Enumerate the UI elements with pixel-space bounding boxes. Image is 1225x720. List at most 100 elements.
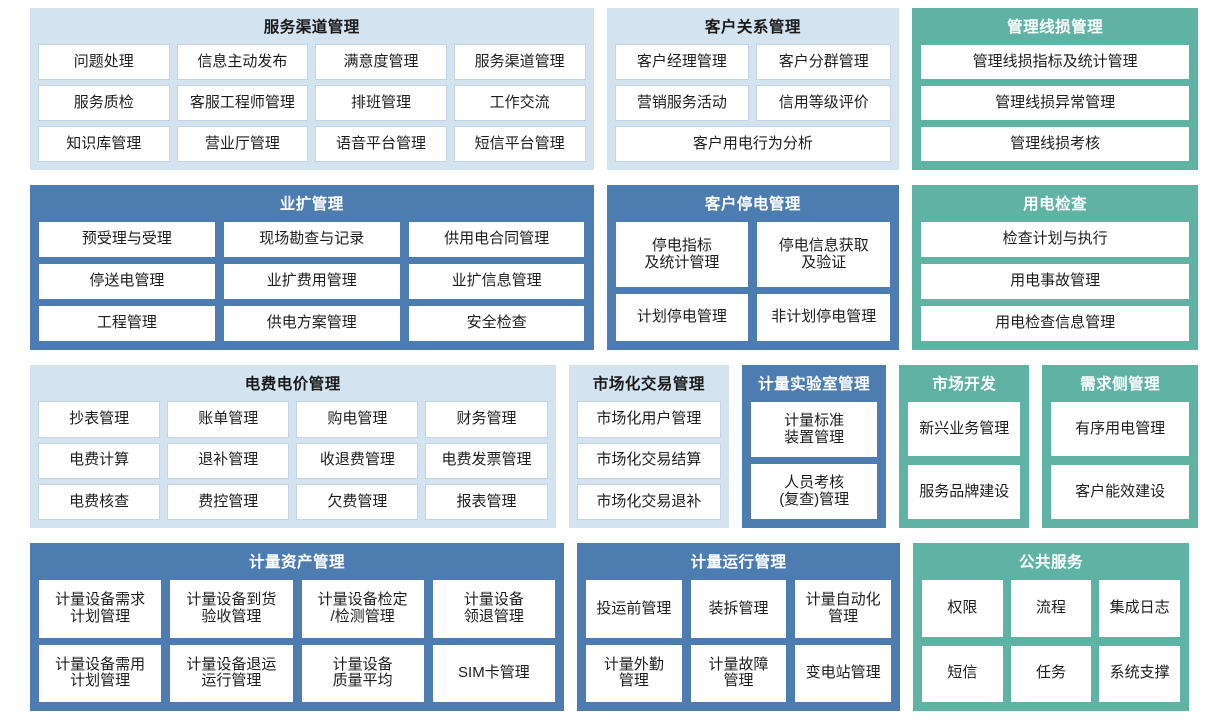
panel-management-line-loss[interactable]: 管理线损管理 管理线损指标及统计管理 管理线损异常管理 管理线损考核 — [912, 8, 1198, 170]
panel-row-1: 服务渠道管理 问题处理 信息主动发布 满意度管理 服务渠道管理 服务质检 客服工… — [30, 8, 1198, 170]
module-cell[interactable]: 安全检查 — [408, 306, 585, 341]
module-cell[interactable]: 语音平台管理 — [316, 127, 446, 161]
module-cell[interactable]: 计量设备 领退管理 — [432, 580, 555, 638]
panel-service-channel[interactable]: 服务渠道管理 问题处理 信息主动发布 满意度管理 服务渠道管理 服务质检 客服工… — [30, 8, 594, 170]
module-cell[interactable]: 满意度管理 — [316, 45, 446, 80]
module-cell[interactable]: 营业厅管理 — [177, 127, 308, 161]
module-cell[interactable]: SIM卡管理 — [432, 644, 555, 702]
module-cell[interactable]: 信息主动发布 — [177, 45, 308, 80]
module-cell[interactable]: 工作交流 — [454, 86, 585, 121]
module-cell[interactable]: 流程 — [1010, 580, 1092, 637]
module-cell[interactable]: 服务品牌建设 — [908, 465, 1021, 519]
panel-metering-operation[interactable]: 计量运行管理 投运前管理 装拆管理 计量自动化 管理 计量外勤 管理 计量故障 … — [577, 543, 900, 711]
panel-public-service[interactable]: 公共服务 权限 流程 集成日志 短信 任务 系统支撑 — [913, 543, 1189, 711]
module-cell[interactable]: 市场化用户管理 — [577, 402, 721, 437]
module-cell[interactable]: 人员考核 (复查)管理 — [751, 464, 878, 519]
module-cell[interactable]: 退补管理 — [168, 443, 289, 478]
module-cell[interactable]: 服务渠道管理 — [454, 45, 585, 80]
module-cell[interactable]: 短信平台管理 — [454, 127, 585, 161]
module-cell[interactable]: 客户用电行为分析 — [615, 127, 891, 161]
module-cell[interactable]: 短信 — [922, 645, 1003, 702]
module-cell[interactable]: 欠费管理 — [297, 484, 418, 519]
module-cell[interactable]: 停电指标 及统计管理 — [615, 222, 749, 287]
module-cell[interactable]: 计量设备需求 计划管理 — [39, 580, 162, 638]
panel-customer-outage[interactable]: 客户停电管理 停电指标 及统计管理 停电信息获取 及验证 计划停电管理 非计划停… — [606, 185, 900, 350]
module-cell[interactable]: 系统支撑 — [1099, 645, 1180, 702]
module-cell[interactable]: 管理线损指标及统计管理 — [921, 45, 1189, 80]
module-cell[interactable]: 停送电管理 — [39, 264, 215, 300]
module-cell[interactable]: 电费计算 — [39, 443, 160, 478]
module-cell[interactable]: 电费发票管理 — [426, 443, 547, 478]
panel-title-market-development: 市场开发 — [932, 376, 997, 393]
panel-title-electricity-fee-price: 电费电价管理 — [244, 376, 341, 393]
module-cell[interactable]: 排班管理 — [316, 86, 446, 121]
module-cell[interactable]: 报表管理 — [426, 484, 547, 519]
module-cell[interactable]: 抄表管理 — [39, 402, 160, 437]
panel-grid-market-trading: 市场化用户管理 市场化交易结算 市场化交易退补 — [577, 402, 721, 519]
module-cell[interactable]: 计量标准 装置管理 — [751, 402, 878, 458]
module-cell[interactable]: 供电方案管理 — [223, 306, 400, 341]
module-cell[interactable]: 供用电合同管理 — [408, 222, 585, 258]
panel-customer-relationship[interactable]: 客户关系管理 客户经理管理 客户分群管理 营销服务活动 信用等级评价 客户用电行… — [606, 8, 900, 170]
module-cell[interactable]: 问题处理 — [39, 45, 169, 80]
module-cell[interactable]: 业扩信息管理 — [408, 264, 585, 300]
module-cell[interactable]: 客户经理管理 — [615, 45, 749, 80]
module-cell[interactable]: 权限 — [922, 580, 1003, 637]
module-cell[interactable]: 计量设备需用 计划管理 — [39, 644, 162, 702]
module-cell[interactable]: 有序用电管理 — [1051, 402, 1189, 457]
panel-business-expansion[interactable]: 业扩管理 预受理与受理 现场勘查与记录 供用电合同管理 停送电管理 业扩费用管理… — [30, 185, 594, 350]
module-cell[interactable]: 装拆管理 — [690, 580, 787, 638]
module-cell[interactable]: 任务 — [1010, 645, 1092, 702]
panel-row-3: 电费电价管理 抄表管理 账单管理 购电管理 财务管理 电费计算 退补管理 收退费… — [30, 365, 1198, 528]
module-cell[interactable]: 计量设备到货 验收管理 — [170, 580, 293, 638]
module-cell[interactable]: 计量设备检定 /检测管理 — [301, 580, 424, 638]
module-cell[interactable]: 计量故障 管理 — [690, 644, 787, 702]
panel-electricity-fee-price[interactable]: 电费电价管理 抄表管理 账单管理 购电管理 财务管理 电费计算 退补管理 收退费… — [30, 365, 556, 528]
panel-power-inspection[interactable]: 用电检查 检查计划与执行 用电事故管理 用电检查信息管理 — [912, 185, 1198, 350]
module-cell[interactable]: 管理线损异常管理 — [921, 86, 1189, 121]
panel-title-metering-laboratory: 计量实验室管理 — [758, 376, 871, 393]
module-cell[interactable]: 购电管理 — [297, 402, 418, 437]
module-cell[interactable]: 营销服务活动 — [615, 86, 749, 121]
module-cell[interactable]: 新兴业务管理 — [908, 402, 1021, 457]
module-cell[interactable]: 预受理与受理 — [39, 222, 215, 258]
module-cell[interactable]: 变电站管理 — [795, 644, 891, 702]
panel-grid-business-expansion: 预受理与受理 现场勘查与记录 供用电合同管理 停送电管理 业扩费用管理 业扩信息… — [39, 222, 585, 341]
module-cell[interactable]: 财务管理 — [426, 402, 547, 437]
module-cell[interactable]: 知识库管理 — [39, 127, 169, 161]
module-cell[interactable]: 计量自动化 管理 — [795, 580, 891, 638]
module-cell[interactable]: 信用等级评价 — [757, 86, 891, 121]
module-cell[interactable]: 客户分群管理 — [757, 45, 891, 80]
module-cell[interactable]: 用电事故管理 — [921, 264, 1189, 300]
module-cell[interactable]: 工程管理 — [39, 306, 215, 341]
module-cell[interactable]: 管理线损考核 — [921, 127, 1189, 161]
module-cell[interactable]: 电费核查 — [39, 484, 160, 519]
module-cell[interactable]: 账单管理 — [168, 402, 289, 437]
module-cell[interactable]: 费控管理 — [168, 484, 289, 519]
module-cell[interactable]: 收退费管理 — [297, 443, 418, 478]
module-cell[interactable]: 投运前管理 — [586, 580, 682, 638]
module-cell[interactable]: 计量设备退运 运行管理 — [170, 644, 293, 702]
module-cell[interactable]: 停电信息获取 及验证 — [757, 222, 891, 287]
module-cell[interactable]: 客户能效建设 — [1051, 465, 1189, 519]
panel-market-development[interactable]: 市场开发 新兴业务管理 服务品牌建设 — [899, 365, 1030, 528]
module-cell[interactable]: 业扩费用管理 — [223, 264, 400, 300]
panel-metering-laboratory[interactable]: 计量实验室管理 计量标准 装置管理 人员考核 (复查)管理 — [742, 365, 887, 528]
module-cell[interactable]: 市场化交易退补 — [577, 484, 721, 519]
panel-demand-side-management[interactable]: 需求侧管理 有序用电管理 客户能效建设 — [1042, 365, 1198, 528]
module-cell[interactable]: 市场化交易结算 — [577, 443, 721, 478]
panel-market-trading[interactable]: 市场化交易管理 市场化用户管理 市场化交易结算 市场化交易退补 — [568, 365, 730, 528]
panel-grid-metering-asset: 计量设备需求 计划管理 计量设备到货 验收管理 计量设备检定 /检测管理 计量设… — [39, 580, 555, 702]
module-cell[interactable]: 计量设备 质量平均 — [301, 644, 424, 702]
module-cell[interactable]: 客服工程师管理 — [177, 86, 308, 121]
module-cell[interactable]: 集成日志 — [1099, 580, 1180, 637]
module-cell[interactable]: 用电检查信息管理 — [921, 306, 1189, 341]
panel-metering-asset[interactable]: 计量资产管理 计量设备需求 计划管理 计量设备到货 验收管理 计量设备检定 /检… — [30, 543, 564, 711]
panel-title-demand-side-management: 需求侧管理 — [1080, 376, 1161, 393]
module-cell[interactable]: 现场勘查与记录 — [223, 222, 400, 258]
module-cell[interactable]: 服务质检 — [39, 86, 169, 121]
module-cell[interactable]: 计量外勤 管理 — [586, 644, 682, 702]
module-cell[interactable]: 计划停电管理 — [615, 293, 749, 341]
module-cell[interactable]: 检查计划与执行 — [921, 222, 1189, 258]
module-cell[interactable]: 非计划停电管理 — [757, 293, 891, 341]
